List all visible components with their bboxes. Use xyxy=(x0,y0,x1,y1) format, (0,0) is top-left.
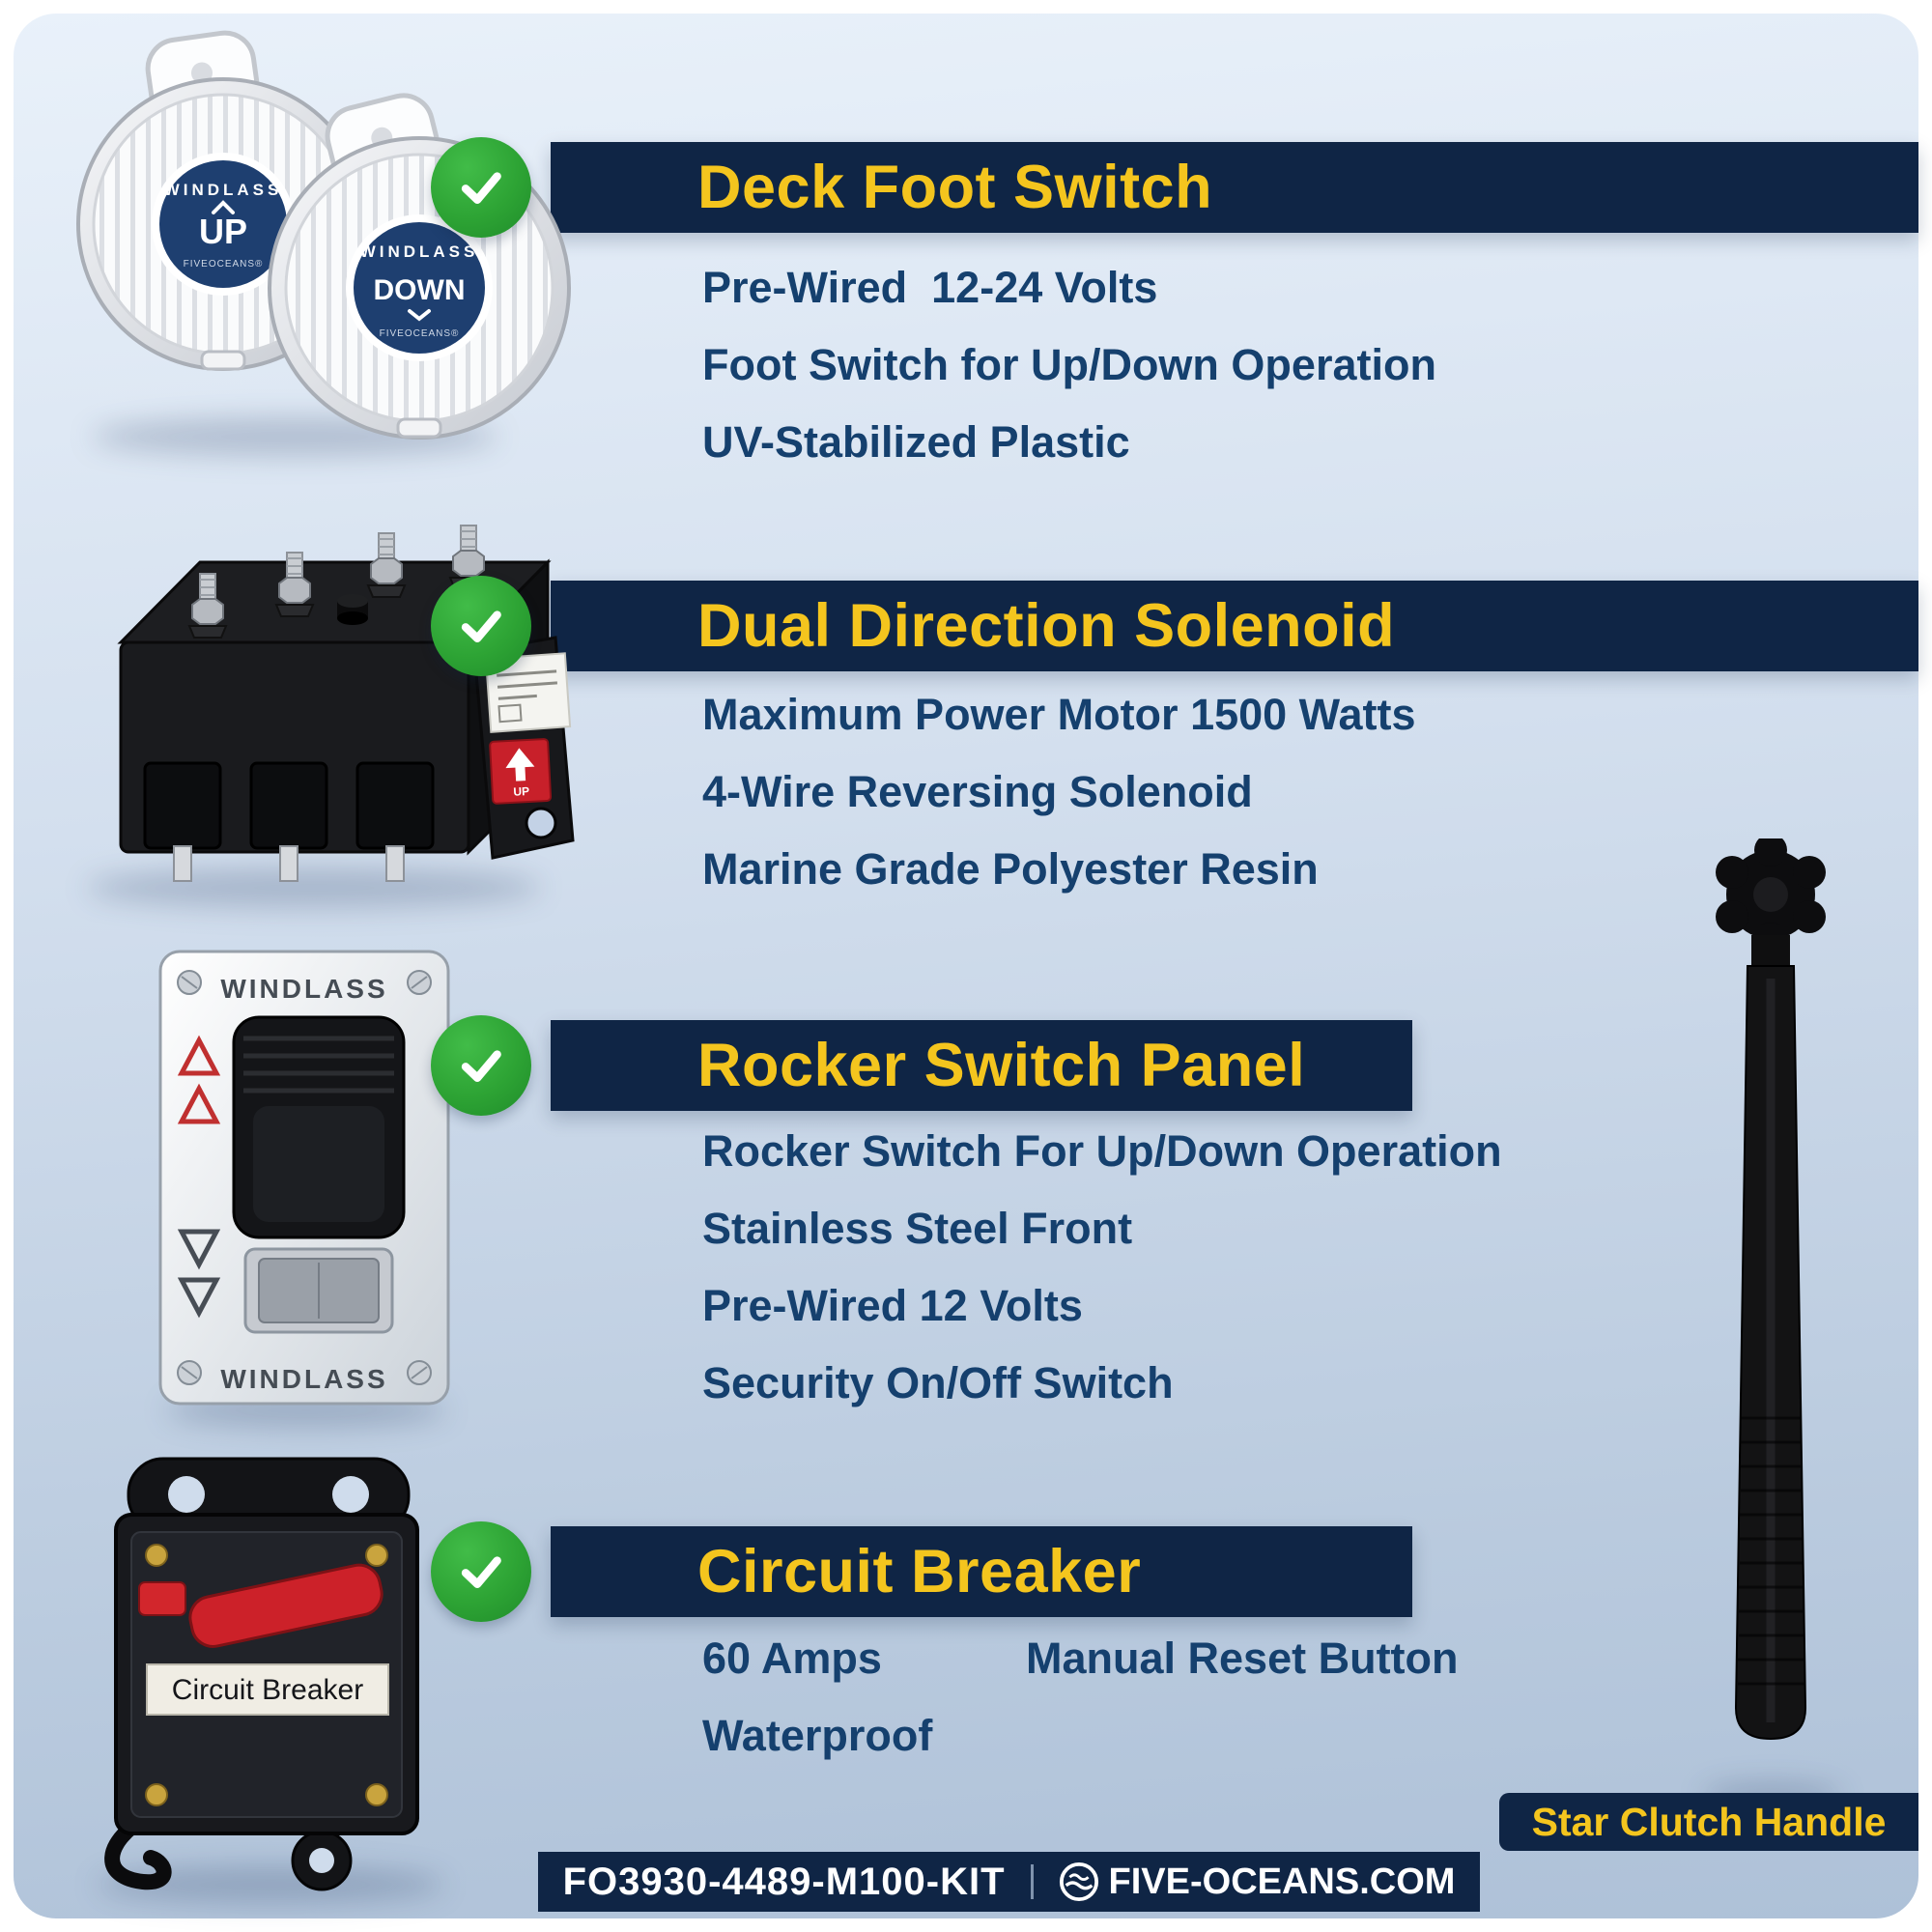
section-title: Deck Foot Switch xyxy=(697,154,1213,221)
solenoid-photo: UP xyxy=(53,454,604,908)
feature-item: Marine Grade Polyester Resin xyxy=(702,844,1319,894)
shadow xyxy=(87,867,541,908)
rocker-panel-photo: WINDLASS WINDLASS xyxy=(145,942,464,1415)
switch-up-main-label: UP xyxy=(199,212,247,251)
feature-item: Maximum Power Motor 1500 Watts xyxy=(702,690,1416,739)
breaker-label-plate xyxy=(146,1663,389,1716)
solenoid-body: UP xyxy=(117,525,575,882)
switch-up-ring-label: WINDLASS xyxy=(164,181,283,199)
foot-switches-illustration: WINDLASS UP FIVEOCEANS® WINDLASS DOWN FI… xyxy=(76,30,571,440)
feature-item: Rocker Switch For Up/Down Operation xyxy=(702,1126,1502,1176)
circuit-breaker-body: Circuit Breaker xyxy=(104,1457,419,1891)
security-on-off-switch xyxy=(243,1247,394,1334)
solenoid-illustration: UP xyxy=(117,525,575,882)
up-arrow-sticker: UP xyxy=(489,738,553,805)
panel-top-label: WINDLASS xyxy=(220,974,387,1004)
feature-list-deck-foot-switch: Pre-Wired 12-24 Volts Foot Switch for Up… xyxy=(702,249,1436,481)
panel-bottom-label: WINDLASS xyxy=(220,1364,387,1394)
reset-lever xyxy=(188,1563,384,1648)
mounting-hole xyxy=(332,1476,369,1513)
feature-item: Pre-Wired 12 Volts xyxy=(702,1281,1083,1330)
five-oceans-logo-icon xyxy=(1059,1861,1098,1902)
banner-dual-direction-solenoid: Dual Direction Solenoid xyxy=(551,581,1918,671)
feature-item: Manual Reset Button xyxy=(1026,1634,1459,1683)
circuit-breaker-photo: Circuit Breaker xyxy=(75,1447,462,1896)
mounting-screws xyxy=(177,970,432,1385)
up-caret-icon xyxy=(212,200,235,214)
feature-item: 60 Amps xyxy=(702,1634,882,1683)
mounting-hole xyxy=(168,1476,205,1513)
star-clutch-handle-label: Star Clutch Handle xyxy=(1499,1793,1918,1851)
banner-deck-foot-switch: Deck Foot Switch xyxy=(551,142,1918,233)
section-title: Dual Direction Solenoid xyxy=(697,592,1396,660)
banner-circuit-breaker: Circuit Breaker xyxy=(551,1526,1412,1617)
feature-item: Waterproof xyxy=(702,1711,933,1760)
switch-up-brand-label: FIVEOCEANS® xyxy=(184,259,264,270)
check-icon xyxy=(431,1015,531,1116)
switch-down-main-label: DOWN xyxy=(374,274,466,306)
spade-terminals xyxy=(143,761,435,882)
section-title: Circuit Breaker xyxy=(697,1538,1142,1605)
rubber-boot xyxy=(104,1811,172,1890)
mounting-hole xyxy=(309,1848,334,1873)
foot-switches-photo: WINDLASS UP FIVEOCEANS® WINDLASS DOWN FI… xyxy=(35,19,585,483)
down-caret-icon xyxy=(408,309,431,322)
circuit-breaker-illustration: Circuit Breaker xyxy=(104,1457,419,1891)
footer-bar: FO3930-4489-M100-KIT FIVE-OCEANS.COM xyxy=(538,1852,1480,1912)
sku-code: FO3930-4489-M100-KIT xyxy=(562,1860,1006,1903)
feature-item: 4-Wire Reversing Solenoid xyxy=(702,767,1253,816)
feature-item: Stainless Steel Front xyxy=(702,1204,1133,1253)
up-arrow-icon xyxy=(505,748,535,781)
check-icon xyxy=(431,576,531,676)
switch-down-brand-label: FIVEOCEANS® xyxy=(380,328,460,339)
rocker-panel-illustration: WINDLASS WINDLASS xyxy=(158,950,450,1406)
brand-site: FIVE-OCEANS.COM xyxy=(1059,1861,1456,1903)
divider xyxy=(1030,1864,1034,1899)
feature-item: Foot Switch for Up/Down Operation xyxy=(702,340,1436,389)
rocker-switch xyxy=(232,1015,406,1239)
terminal-stud xyxy=(367,532,406,598)
section-title: Rocker Switch Panel xyxy=(697,1032,1306,1099)
sticker-text: UP xyxy=(513,784,529,799)
clutch-handle-photo xyxy=(1679,838,1862,1795)
check-icon xyxy=(431,137,531,238)
banner-rocker-switch-panel: Rocker Switch Panel xyxy=(551,1020,1412,1111)
feature-item: UV-Stabilized Plastic xyxy=(702,417,1130,467)
switch-down-ring-label: WINDLASS xyxy=(360,242,479,261)
mounting-hole xyxy=(525,807,557,839)
brass-screw xyxy=(145,1544,168,1567)
brass-screw xyxy=(145,1783,168,1806)
feature-list-circuit-breaker: 60 Amps Manual Reset Button Waterproof xyxy=(702,1620,1459,1775)
breaker-label-text: Circuit Breaker xyxy=(172,1674,363,1706)
site-url: FIVE-OCEANS.COM xyxy=(1108,1861,1456,1902)
feature-item: Pre-Wired 12-24 Volts xyxy=(702,263,1158,312)
clutch-handle-illustration xyxy=(1716,838,1826,1741)
reset-button xyxy=(138,1581,186,1616)
brass-screw xyxy=(365,1544,388,1567)
check-icon xyxy=(431,1521,531,1622)
brass-screw xyxy=(365,1783,388,1806)
feature-list-rocker-panel: Rocker Switch For Up/Down Operation Stai… xyxy=(702,1113,1502,1422)
feature-row: 60 Amps Manual Reset Button xyxy=(702,1620,1459,1697)
up-arrows-icon xyxy=(177,1035,221,1124)
feature-item: Security On/Off Switch xyxy=(702,1358,1174,1407)
down-arrows-icon xyxy=(177,1229,221,1319)
feature-list-solenoid: Maximum Power Motor 1500 Watts 4-Wire Re… xyxy=(702,676,1416,908)
grip-ridges xyxy=(1738,1416,1804,1686)
wiring-diagram-label xyxy=(484,652,572,733)
handle-label-text: Star Clutch Handle xyxy=(1531,1799,1887,1844)
